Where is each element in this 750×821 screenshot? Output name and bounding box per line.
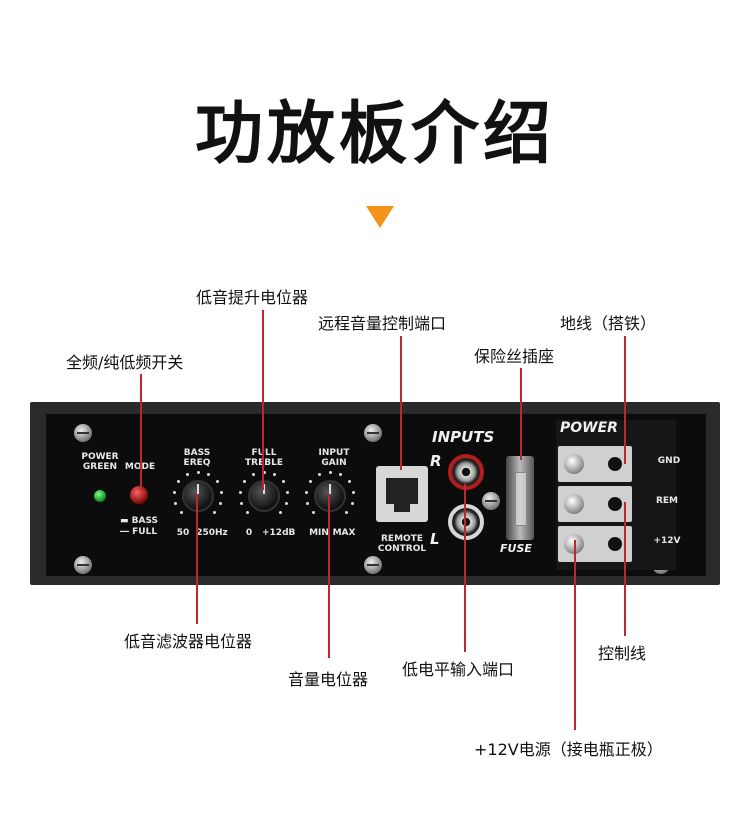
page-title: 功放板介绍 [194,95,555,174]
callout-line-fuse [520,368,522,460]
silk-r: R [430,452,442,470]
knob-scale-dot [185,473,189,477]
terminal-hole-icon [608,537,622,551]
label-power-12v: +12V电源（接电瓶正极） [474,740,663,759]
silk-full-opt: ― FULL [120,527,158,537]
silk-fuse: FUSE [500,542,532,555]
knob-scale-dot [317,473,321,477]
knob-scale-dot [213,511,217,515]
screw-icon [482,492,500,510]
callout-line-input [464,484,466,652]
silk-12v: +12V [653,536,681,546]
callout-line-mode [140,374,142,490]
terminal-hole-icon [608,497,622,511]
terminal-screw-icon [564,454,584,474]
remote-control-port[interactable] [376,466,428,522]
callout-line-12v [574,540,576,730]
silk-bass-opt: ▬ BASS [120,516,159,526]
silk-gain-max: MAX [332,528,356,538]
label-control-line: 控制线 [598,644,647,663]
knob-scale-dot [215,480,219,484]
knob-scale-dot [172,490,176,494]
knob-scale-dot [262,470,266,474]
knob-scale-dot [273,473,277,477]
power-led-icon [94,490,106,502]
label-mode-switch: 全频/纯低频开关 [66,353,184,372]
callout-line-gnd [624,336,626,464]
label-fuse-socket: 保险丝插座 [474,347,555,366]
silk-gain-min: MIN [309,528,329,538]
knob-scale-dot [177,480,181,484]
callout-line-rem [624,502,626,636]
screw-icon [364,424,382,442]
rca-right-input[interactable] [448,454,484,490]
rca-left-input[interactable] [448,504,484,540]
silk-rem: REM [655,496,679,506]
callout-line-remote [400,336,402,470]
silk-treble-min: 0 [245,528,253,538]
bass-ereq-knob[interactable] [182,480,214,512]
knob-scale-dot [345,511,349,515]
fuse-socket[interactable] [506,456,534,540]
knob-scale-dot [286,490,290,494]
knob-scale-dot [179,511,183,515]
knob-scale-dot [352,490,356,494]
label-bass-boost-pot: 低音提升电位器 [196,288,309,307]
knob-scale-dot [351,501,355,505]
knob-scale-dot [207,473,211,477]
knob-scale-dot [285,501,289,505]
silk-treble-max: +12dB [262,528,296,538]
callout-line-treble [262,310,264,490]
silk-gnd: GND [657,456,681,466]
knob-scale-dot [243,480,247,484]
mode-switch-button[interactable] [130,486,148,504]
label-volume-pot: 音量电位器 [288,670,369,689]
gain-knob[interactable] [314,480,346,512]
knob-scale-dot [279,511,283,515]
knob-scale-dot [305,501,309,505]
screw-icon [74,424,92,442]
knob-scale-dot [239,501,243,505]
silk-mode: MODE [122,462,158,472]
knob-scale-dot [220,490,224,494]
callout-line-bass [196,494,198,624]
knob-scale-dot [304,490,308,494]
label-ground: 地线（搭铁） [560,314,657,333]
knob-scale-dot [245,511,249,515]
treble-knob[interactable] [248,480,280,512]
terminal-hole-icon [608,457,622,471]
knob-scale-dot [238,490,242,494]
silk-bass-min: 50 [176,528,190,538]
knob-scale-dot [281,480,285,484]
label-lpf-pot: 低音滤波器电位器 [124,632,253,651]
label-low-level-input: 低电平输入端口 [402,660,515,679]
silk-power-title: POWER [560,420,618,436]
silk-l: L [430,530,440,548]
knob-scale-dot [173,501,177,505]
silk-bass-max: 250Hz [196,528,228,538]
terminal-screw-icon [564,494,584,514]
knob-scale-dot [219,501,223,505]
screw-icon [74,556,92,574]
screw-icon [364,556,382,574]
knob-scale-dot [196,470,200,474]
knob-scale-dot [309,480,313,484]
knob-scale-dot [347,480,351,484]
knob-scale-dot [251,473,255,477]
callout-line-gain [328,494,330,658]
knob-scale-dot [328,470,332,474]
arrow-down-icon [366,206,394,228]
silk-inputs: INPUTS [432,428,495,446]
label-remote-port: 远程音量控制端口 [318,314,447,333]
knob-scale-dot [339,473,343,477]
knob-scale-dot [311,511,315,515]
